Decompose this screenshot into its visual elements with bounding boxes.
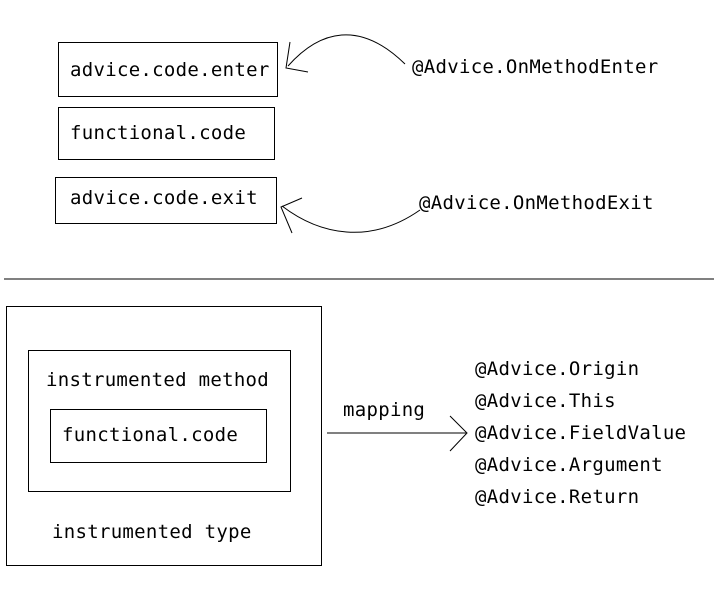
mapping-arrow-head <box>449 415 468 452</box>
mapping-label: mapping <box>343 399 426 421</box>
instrumented-method-box <box>28 350 291 492</box>
instrumented-type-label: instrumented type <box>52 521 252 543</box>
advice-enter-label: advice.code.enter <box>70 59 270 81</box>
functional-code-box: functional.code <box>58 107 275 160</box>
instrumented-type-box <box>6 306 322 566</box>
exit-arrow-curve <box>281 205 421 233</box>
advice-exit-box: advice.code.exit <box>55 177 277 224</box>
enter-arrow-head <box>285 41 309 73</box>
exit-arrow-head <box>280 197 303 234</box>
instrumented-method-label: instrumented method <box>46 369 270 391</box>
advice-annotation-this: @Advice.This <box>475 390 616 412</box>
inner-functional-code-box <box>50 409 267 463</box>
advice-annotation-origin: @Advice.Origin <box>475 358 640 380</box>
advice-exit-label: advice.code.exit <box>70 187 258 209</box>
advice-enter-box: advice.code.enter <box>58 42 278 97</box>
functional-code-label: functional.code <box>70 122 247 144</box>
on-method-exit-annotation: @Advice.OnMethodExit <box>419 192 654 214</box>
advice-annotation-fieldvalue: @Advice.FieldValue <box>475 422 687 444</box>
advice-annotation-argument: @Advice.Argument <box>475 454 663 476</box>
enter-arrow-curve <box>287 34 406 67</box>
advice-annotation-return: @Advice.Return <box>475 486 640 508</box>
on-method-enter-annotation: @Advice.OnMethodEnter <box>412 56 659 78</box>
inner-functional-code-label: functional.code <box>62 424 239 446</box>
